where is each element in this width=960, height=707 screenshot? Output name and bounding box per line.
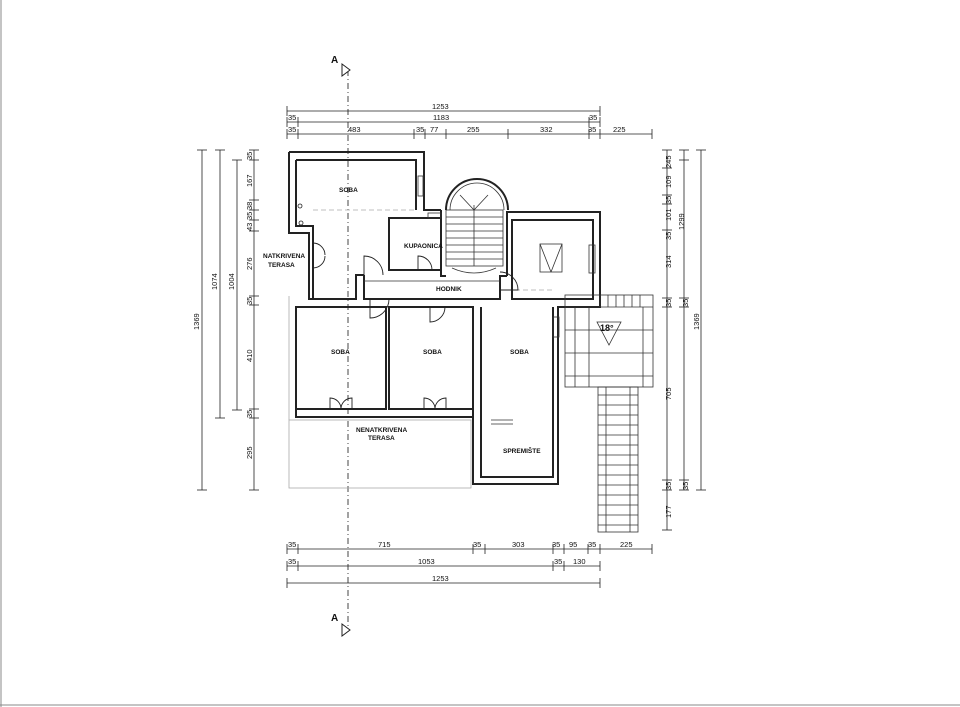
dim-bot-r2-d: 130 [573,557,586,566]
dimensions-right: 245 109 35 101 35 314 35 705 35 177 35 3… [662,149,706,531]
dim-bot-r1-a: 35 [288,540,296,549]
dim-bot-r2-a: 35 [288,557,296,566]
dim-left-chain-5: 43 [245,223,254,231]
dimensions-left: 1369 1074 1004 35 167 38 35 43 276 35 41… [192,149,259,491]
dim-bot-r1-c: 35 [473,540,481,549]
dim-top-r3-c: 35 [416,125,424,134]
dim-bot-r1-g: 35 [588,540,596,549]
dim-left-chain-4: 35 [245,212,254,220]
dimensions-top: 1253 35 1183 35 35 483 35 77 255 332 35 … [286,102,653,139]
dim-top-r2-c: 35 [589,113,597,122]
dim-left-chain-2: 167 [245,174,254,187]
dim-right-b-2: 35 [681,482,690,490]
dim-left-chain-8: 410 [245,349,254,362]
dim-bot-r2-c: 35 [554,557,562,566]
dim-right-a-10: 177 [664,505,673,518]
room-label-soba-1: SOBA [339,187,358,194]
room-label-soba-4: SOBA [510,349,529,356]
room-label-nenatkrivena-1: NENATKRIVENA [356,427,407,434]
dim-right-b-1: 35 [681,299,690,307]
room-label-kupaonica: KUPAONICA [404,243,443,250]
dim-top-r3-h: 225 [613,125,626,134]
dim-right-a-4: 101 [664,208,673,221]
dimensions-bottom: 35 715 35 303 35 95 35 225 35 1053 35 13… [286,540,653,588]
doors [297,203,519,425]
dim-left-chain-6: 276 [245,257,254,270]
dim-top-r2-b: 1183 [433,113,449,122]
dim-left-mid: 1074 [210,273,219,290]
room-label-soba-3: SOBA [423,349,442,356]
room-label-natkrivena-2: TERASA [268,262,295,269]
dim-left-chain-3: 38 [245,202,254,210]
dim-bot-r1-b: 715 [378,540,391,549]
dim-bot-r1-f: 95 [569,540,577,549]
dim-top-total: 1253 [432,102,449,111]
dim-bot-r2-b: 1053 [418,557,435,566]
dim-right-a-9: 35 [664,482,673,490]
room-label-soba-2: SOBA [331,349,350,356]
dim-right-outer: 1369 [692,313,701,330]
section-marker-bottom: A [331,613,338,624]
dim-left-inner: 1004 [227,273,236,290]
spiral-stair [445,178,509,274]
dim-right-mid: 1299 [677,213,686,230]
dim-left-chain-9: 35 [245,410,254,418]
dim-bot-total: 1253 [432,574,449,583]
dim-left-chain-10: 295 [245,446,254,459]
room-labels: SOBA KUPAONICA HODNIK NATKRIVENA TERASA … [263,187,614,455]
dim-bot-r1-h: 225 [620,540,633,549]
dim-right-a-5: 35 [664,232,673,240]
dim-top-r3-d: 77 [430,125,438,134]
dim-bot-r1-d: 303 [512,540,525,549]
dim-right-a-2: 109 [664,175,673,188]
skylight-symbol [539,243,563,273]
dim-right-a-8: 705 [664,387,673,400]
exterior-stair [564,294,654,533]
dim-top-r3-g: 35 [588,125,596,134]
dim-top-r3-a: 35 [288,125,296,134]
dim-right-a-1: 245 [664,155,673,168]
room-label-spremiste: SPREMIŠTE [503,446,541,455]
dim-top-r2-a: 35 [288,113,296,122]
dim-left-chain-1: 35 [245,152,254,160]
section-line-a: A A [331,55,351,637]
dim-right-a-7: 35 [664,299,673,307]
dim-top-r3-b: 483 [348,125,361,134]
building-walls [288,151,601,489]
dim-right-a-3: 35 [664,196,673,204]
dim-left-chain-7: 35 [245,297,254,305]
section-marker-top: A [331,55,338,66]
roof-pitch-label: 18° [600,323,614,333]
dim-bot-r1-e: 35 [552,540,560,549]
dim-top-r3-f: 332 [540,125,553,134]
room-label-hodnik: HODNIK [436,286,462,293]
room-label-natkrivena-1: NATKRIVENA [263,253,305,260]
dim-top-r3-e: 255 [467,125,480,134]
dim-right-a-6: 314 [664,255,673,268]
dim-left-outer: 1369 [192,313,201,330]
room-label-nenatkrivena-2: TERASA [368,435,395,442]
